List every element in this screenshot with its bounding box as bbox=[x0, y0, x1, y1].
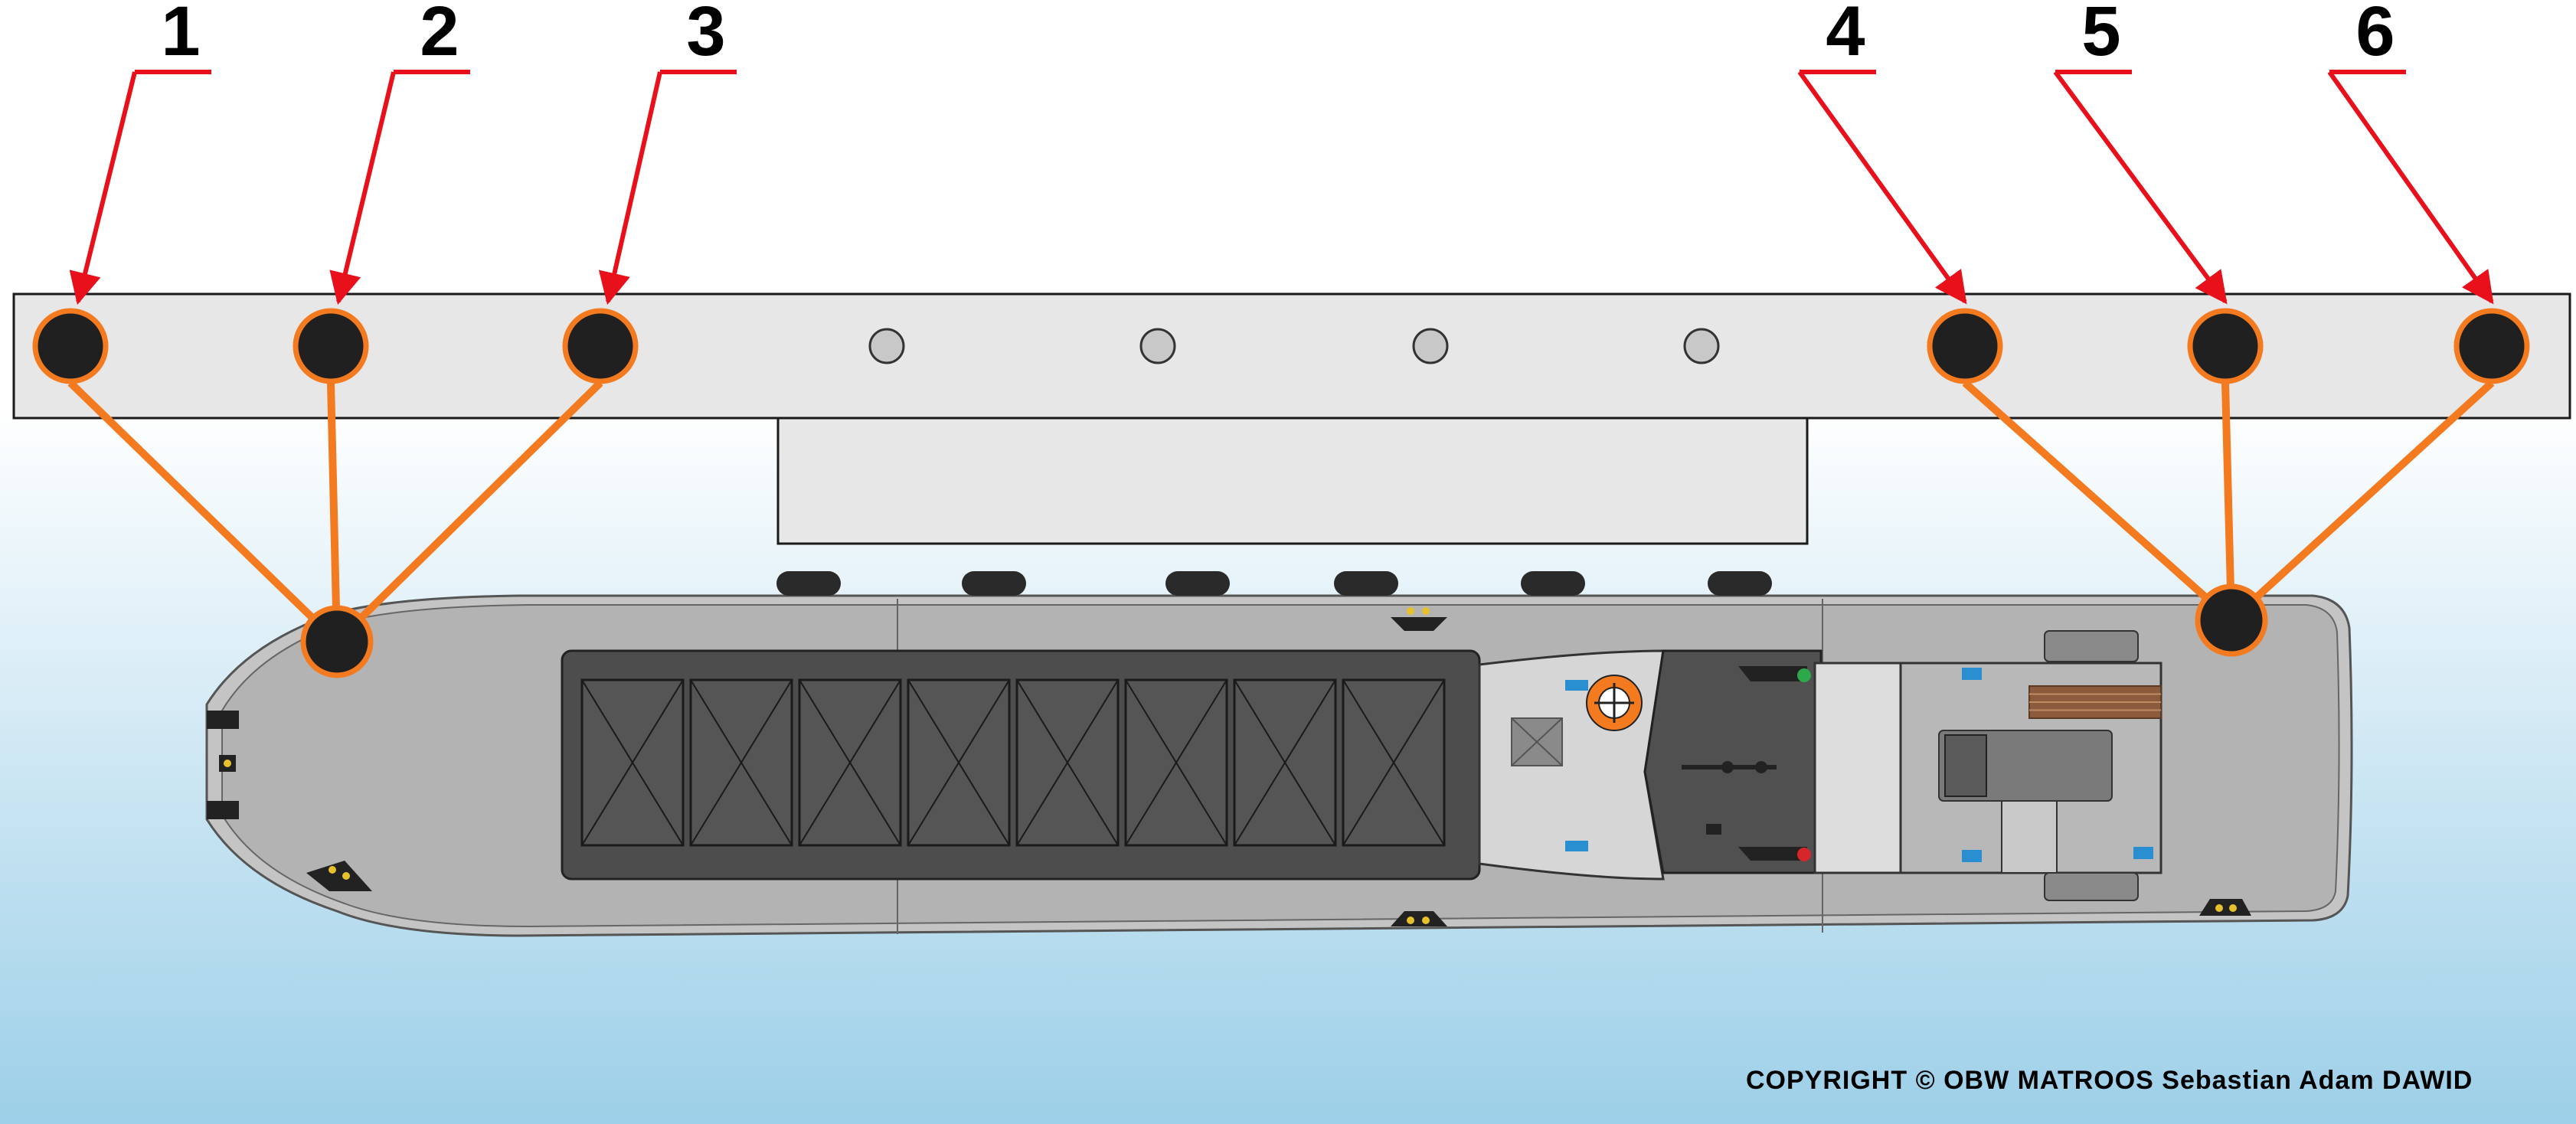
mooring-line bbox=[327, 382, 341, 642]
wooden-deck bbox=[2028, 685, 2162, 719]
blue-marker bbox=[2133, 847, 2153, 859]
mooring-bollard bbox=[293, 308, 369, 384]
hatch-cross bbox=[690, 679, 793, 846]
fender bbox=[1708, 571, 1772, 596]
mooring-bollard bbox=[2453, 308, 2530, 384]
arrow-leader bbox=[329, 71, 396, 306]
blue-marker bbox=[1565, 680, 1588, 691]
arrow-leader bbox=[2053, 70, 2228, 305]
cleat bbox=[306, 861, 372, 891]
aft-deckhouse bbox=[1813, 662, 1902, 874]
mooring-line bbox=[67, 380, 340, 645]
pier-extension bbox=[776, 417, 1809, 545]
small-bollard bbox=[1139, 328, 1176, 364]
fenders bbox=[776, 571, 1772, 596]
number-labels: 1 2 3 4 5 6 bbox=[69, 0, 2494, 306]
hatch-cross bbox=[1125, 679, 1228, 846]
bow-fitting bbox=[207, 801, 239, 819]
blue-marker bbox=[1962, 850, 1982, 862]
lifebuoy-icon bbox=[1586, 675, 1643, 731]
stairs-dark bbox=[1738, 847, 1807, 861]
hatch-lid bbox=[2001, 800, 2058, 874]
fitting-light bbox=[224, 760, 231, 767]
unused-bollards bbox=[868, 328, 1720, 364]
hatch-covers bbox=[580, 678, 1446, 847]
mooring-line bbox=[1962, 380, 2234, 623]
ship-bollard bbox=[2195, 583, 2268, 657]
arrow-leader bbox=[1797, 70, 1967, 305]
stairs-dark bbox=[1738, 666, 1807, 681]
small-bollard bbox=[1412, 328, 1449, 364]
arrow-leader bbox=[69, 71, 137, 306]
bow-fitting bbox=[207, 711, 239, 729]
hatch-cross bbox=[581, 679, 684, 846]
mooring-line bbox=[2221, 382, 2235, 621]
stern-housing bbox=[2044, 630, 2139, 662]
ship bbox=[205, 571, 2353, 937]
steps bbox=[1944, 734, 1987, 797]
fender bbox=[1165, 571, 1230, 596]
cleat bbox=[1391, 607, 1447, 631]
blue-marker bbox=[1962, 668, 1982, 680]
mooring-bollard bbox=[1927, 308, 2003, 384]
mooring-bollard bbox=[2187, 308, 2264, 384]
number-label: 6 bbox=[2355, 0, 2395, 70]
bollards bbox=[32, 308, 2530, 678]
number-label: 2 bbox=[420, 0, 459, 70]
ship-bollard bbox=[300, 605, 374, 678]
port-light bbox=[1797, 848, 1811, 861]
mooring-bollard bbox=[562, 308, 639, 384]
blue-marker bbox=[1565, 841, 1588, 851]
wheelhouse-dark bbox=[1643, 649, 1822, 874]
control-box bbox=[1706, 824, 1721, 835]
mooring-line bbox=[2228, 380, 2495, 623]
copyright-text: COPYRIGHT © OBW MATROOS Sebastian Adam D… bbox=[1746, 1066, 2473, 1095]
arrow-leader bbox=[598, 71, 662, 306]
quay bbox=[12, 292, 2571, 420]
small-bollard bbox=[1683, 328, 1720, 364]
hatch-cross bbox=[1234, 679, 1336, 846]
fender bbox=[1521, 571, 1585, 596]
starboard-light bbox=[1797, 668, 1811, 682]
hatch-cross bbox=[1342, 679, 1445, 846]
cleat bbox=[2199, 899, 2251, 916]
hatch-cross bbox=[1016, 679, 1119, 846]
fender bbox=[776, 571, 841, 596]
fender bbox=[962, 571, 1026, 596]
arrow-leader bbox=[2327, 70, 2494, 305]
mooring-line bbox=[334, 380, 603, 645]
number-label: 1 bbox=[161, 0, 200, 70]
number-label: 5 bbox=[2081, 0, 2120, 70]
number-label: 4 bbox=[1826, 0, 1865, 70]
hatch-cross bbox=[907, 679, 1010, 846]
stern-housing bbox=[2044, 872, 2139, 901]
control-knob bbox=[1721, 761, 1734, 773]
small-bollard bbox=[868, 328, 905, 364]
cleat bbox=[1391, 911, 1447, 926]
hatch-cross bbox=[799, 679, 901, 846]
number-label: 3 bbox=[686, 0, 725, 70]
control-knob bbox=[1755, 761, 1767, 773]
mooring-bollard bbox=[32, 308, 109, 384]
fender bbox=[1334, 571, 1398, 596]
vent-line bbox=[1511, 717, 1563, 766]
